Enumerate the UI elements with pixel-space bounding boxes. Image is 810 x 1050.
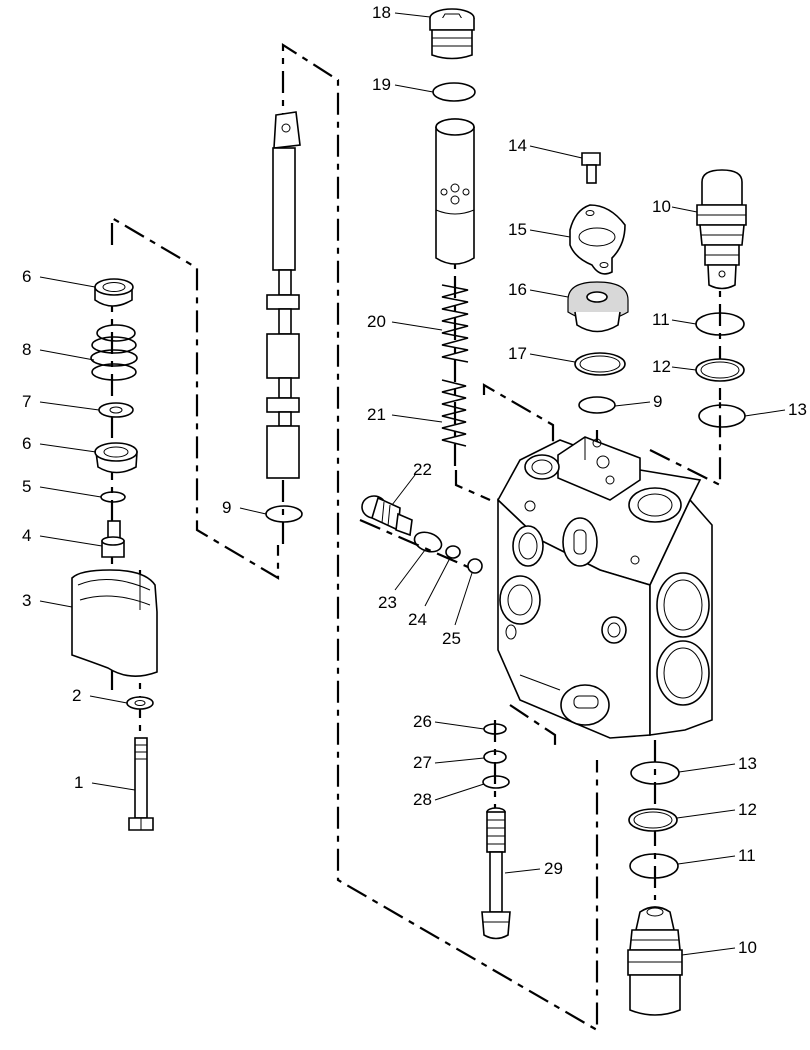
- callout-11: 11: [738, 846, 756, 865]
- part-17-o-ring: [574, 352, 626, 376]
- callout-8: 8: [22, 340, 31, 359]
- callout-20: 20: [367, 312, 386, 331]
- sleeve: [435, 118, 475, 265]
- callout-13: 13: [788, 400, 807, 419]
- callout-25: 25: [442, 629, 461, 648]
- callout-28: 28: [413, 790, 432, 809]
- part-29-plunger: [481, 807, 511, 940]
- part-3-cap: [71, 569, 158, 677]
- part-1-bolt: [128, 737, 154, 831]
- part-27-ring: [483, 750, 507, 764]
- part-14-screw: [581, 152, 601, 184]
- callout-19: 19: [372, 75, 391, 94]
- part-4-bushing: [101, 520, 125, 558]
- part-16-dome: [567, 281, 629, 333]
- callout-12: 12: [652, 357, 671, 376]
- part-6-lower-cup: [94, 442, 138, 474]
- part-11-o-ring-bottom: [629, 853, 679, 879]
- valve-body: [497, 436, 713, 739]
- part-9-o-ring-right: [578, 396, 616, 414]
- callout-11: 11: [652, 310, 670, 329]
- callout-labels: 6 8 7 6 5 4 3 2 1 9 18 19 20 21 22 23 24…: [22, 3, 807, 957]
- callout-23: 23: [378, 593, 397, 612]
- part-8-spring: [90, 324, 138, 381]
- spool: [266, 111, 301, 479]
- callout-22: 22: [413, 460, 432, 479]
- callout-17: 17: [508, 344, 527, 363]
- callout-12: 12: [738, 800, 757, 819]
- part-25-ball: [467, 558, 483, 574]
- callout-5: 5: [22, 477, 31, 496]
- part-6-upper-cup: [94, 278, 134, 307]
- part-28-ring: [482, 775, 510, 789]
- callout-26: 26: [413, 712, 432, 731]
- part-13-o-ring-bottom: [630, 761, 680, 785]
- part-24-ring: [445, 545, 461, 559]
- callout-7: 7: [22, 392, 31, 411]
- callout-9: 9: [653, 392, 662, 411]
- part-21-spring: [441, 379, 467, 447]
- part-22-check-plug: [361, 495, 413, 537]
- callout-10: 10: [652, 197, 671, 216]
- callout-2: 2: [72, 686, 81, 705]
- callout-16: 16: [508, 280, 527, 299]
- part-15-flange: [569, 204, 626, 275]
- part-23-o-ring: [413, 531, 443, 553]
- part-12-ring-bottom: [628, 808, 678, 832]
- part-19-o-ring: [432, 82, 476, 102]
- callout-6: 6: [22, 434, 31, 453]
- callout-15: 15: [508, 220, 527, 239]
- callout-6: 6: [22, 267, 31, 286]
- part-20-spring: [441, 284, 469, 363]
- callout-13: 13: [738, 754, 757, 773]
- part-18-plug: [429, 8, 475, 60]
- part-12-ring-top: [695, 358, 745, 382]
- callout-18: 18: [372, 3, 391, 22]
- callout-29: 29: [544, 859, 563, 878]
- callout-9: 9: [222, 498, 231, 517]
- callout-3: 3: [22, 591, 31, 610]
- leader-lines: [39, 12, 786, 956]
- callout-10: 10: [738, 938, 757, 957]
- part-10-relief-cartridge-top: [696, 169, 747, 290]
- callout-4: 4: [22, 526, 31, 545]
- callout-24: 24: [408, 610, 427, 629]
- part-7-washer: [98, 402, 134, 418]
- callout-1: 1: [74, 773, 83, 792]
- part-13-o-ring-top: [698, 404, 746, 428]
- callout-14: 14: [508, 136, 527, 155]
- callout-27: 27: [413, 753, 432, 772]
- part-2-washer: [126, 696, 154, 710]
- part-10-relief-cartridge-bottom: [627, 906, 683, 1016]
- callout-21: 21: [367, 405, 386, 424]
